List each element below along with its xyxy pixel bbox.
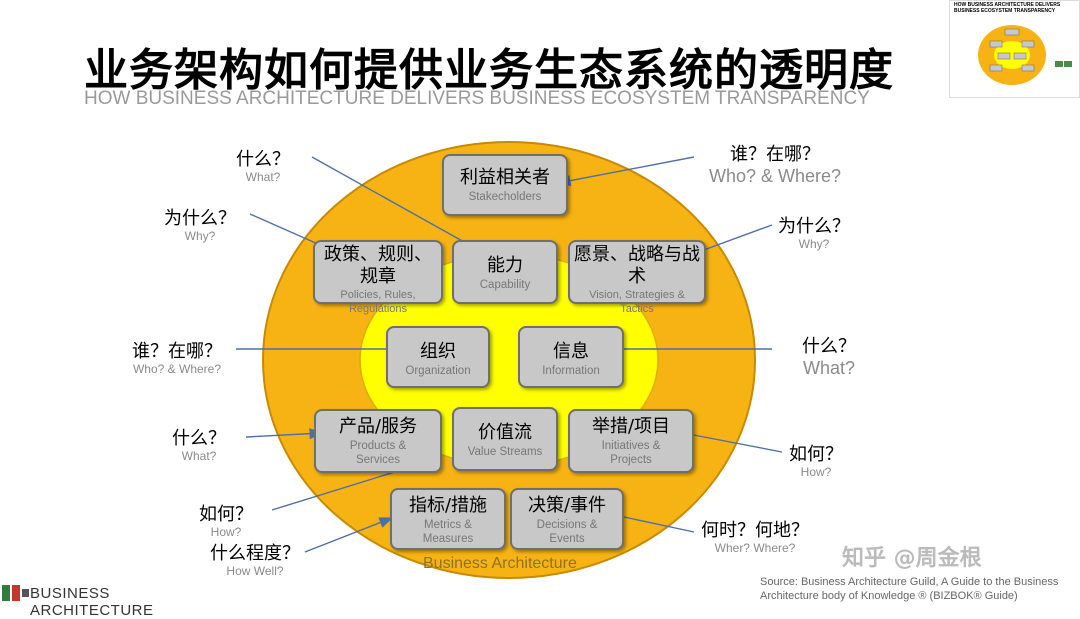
box-value-streams: 价值流 Value Streams	[452, 407, 558, 471]
label-why-left-cn: 为什么？	[164, 208, 236, 229]
box-decisions: 决策/事件 Decisions & Events	[510, 488, 624, 550]
label-how-left-cn: 如何？	[199, 504, 253, 525]
label-who-where-top-cn: 谁？在哪？	[730, 144, 820, 165]
label-how-left-en: How?	[210, 525, 242, 539]
label-how-well-en: How Well?	[226, 564, 284, 578]
box-policies-cn: 政策、规则、规章	[324, 244, 432, 287]
label-when-where: 何时？何地？ Wher? Where?	[694, 520, 816, 555]
box-initiatives: 举措/项目 Initiatives & Projects	[568, 409, 694, 473]
box-information-en: Information	[542, 365, 600, 377]
arrow-what-products	[245, 428, 324, 440]
label-what-right-en: What?	[802, 358, 856, 378]
box-organization-en: Organization	[405, 365, 471, 377]
box-capability-cn: 能力	[487, 255, 523, 276]
label-why-left: 为什么？ Why?	[156, 208, 244, 243]
box-vision-cn: 愿景、战略与战术	[574, 244, 700, 287]
thumbnail-diagram	[978, 25, 1072, 85]
arrow-howwell-metrics	[304, 517, 394, 553]
box-capability-en: Capability	[479, 279, 531, 291]
label-what-left: 什么？ What?	[156, 428, 242, 463]
label-how-right: 如何？ How?	[776, 444, 856, 479]
arrow-how-initiatives	[676, 428, 783, 453]
watermark: 知乎 @周金根	[842, 546, 982, 571]
box-metrics-en: Metrics & Measures	[422, 519, 474, 545]
box-vision-en: Vision, Strategies & Tactics	[589, 289, 685, 315]
box-initiatives-cn: 举措/项目	[591, 416, 671, 437]
business-architecture-logo: BUSINESS ARCHITECTURE	[0, 582, 200, 619]
box-stakeholders-en: Stakecholders	[468, 191, 542, 203]
page-title: 业务架构如何提供业务生态系统的透明度	[84, 45, 894, 96]
box-products-en: Products & Services	[349, 440, 407, 466]
thumbnail-title: HOW BUSINESS ARCHITECTURE DELIVERS BUSIN…	[954, 2, 1061, 14]
box-information-cn: 信息	[553, 341, 589, 362]
ring-label: Business Architecture	[423, 555, 577, 572]
box-capability: 能力 Capability	[452, 240, 558, 304]
box-products-cn: 产品/服务	[338, 416, 418, 437]
label-what-left-cn: 什么？	[172, 428, 226, 449]
label-how-right-en: How?	[800, 465, 832, 479]
box-value-streams-cn: 价值流	[478, 422, 532, 443]
label-when-where-cn: 何时？何地？	[701, 520, 809, 541]
label-who-where-top: 谁？在哪？ Who? & Where?	[696, 144, 854, 186]
label-what-top: 什么？ What?	[222, 149, 304, 184]
label-why-right-cn: 为什么？	[778, 216, 850, 237]
label-what-right: 什么？ What?	[786, 336, 872, 378]
slide-thumbnail: HOW BUSINESS ARCHITECTURE DELIVERS BUSIN…	[949, 0, 1080, 98]
box-organization: 组织 Organization	[386, 326, 490, 388]
box-decisions-en: Decisions & Events	[536, 519, 598, 545]
box-metrics: 指标/措施 Metrics & Measures	[390, 488, 506, 550]
label-what-left-en: What?	[181, 449, 217, 463]
box-products: 产品/服务 Products & Services	[314, 409, 442, 473]
arrow-when-decisions	[608, 511, 695, 533]
box-stakeholders: 利益相关者 Stakecholders	[442, 154, 568, 216]
box-vision: 愿景、战略与战术 Vision, Strategies & Tactics	[568, 240, 706, 315]
box-decisions-cn: 决策/事件	[527, 495, 607, 516]
label-what-right-cn: 什么？	[802, 336, 856, 357]
box-policies: 政策、规则、规章 Policies, Rules, Regulations	[313, 240, 443, 315]
label-what-top-en: What?	[245, 170, 281, 184]
label-how-right-cn: 如何？	[789, 444, 843, 465]
logo-text: BUSINESS ARCHITECTURE	[30, 585, 154, 619]
label-who-where-left: 谁？在哪？ Who? & Where?	[122, 341, 232, 376]
label-how-left: 如何？ How?	[186, 504, 266, 539]
label-why-right-en: Why?	[798, 237, 830, 251]
label-who-where-left-en: Who? & Where?	[132, 362, 222, 376]
label-what-top-cn: 什么？	[236, 149, 290, 170]
box-policies-en: Policies, Rules, Regulations	[340, 289, 416, 315]
arrows	[236, 156, 783, 553]
arrow-what-capability	[311, 156, 484, 253]
box-value-streams-en: Value Streams	[467, 446, 543, 458]
label-who-where-left-cn: 谁？在哪？	[132, 341, 222, 362]
label-how-well-cn: 什么程度？	[210, 543, 300, 564]
box-stakeholders-cn: 利益相关者	[460, 167, 550, 188]
logo-icon	[2, 585, 29, 601]
box-initiatives-en: Initiatives & Projects	[601, 440, 661, 466]
page-subtitle: HOW BUSINESS ARCHITECTURE DELIVERS BUSIN…	[84, 88, 870, 109]
label-when-where-en: Wher? Where?	[714, 541, 796, 555]
box-information: 信息 Information	[518, 326, 624, 388]
box-organization-cn: 组织	[420, 341, 456, 362]
box-metrics-cn: 指标/措施	[408, 495, 488, 516]
arrow-who-stakeholders	[556, 156, 695, 187]
label-who-where-top-en: Who? & Where?	[708, 166, 842, 186]
label-how-well: 什么程度？ How Well?	[206, 543, 304, 578]
source-note: Source: Business Architecture Guild, A G…	[760, 576, 1059, 602]
label-why-right: 为什么？ Why?	[770, 216, 858, 251]
label-why-left-en: Why?	[184, 229, 216, 243]
